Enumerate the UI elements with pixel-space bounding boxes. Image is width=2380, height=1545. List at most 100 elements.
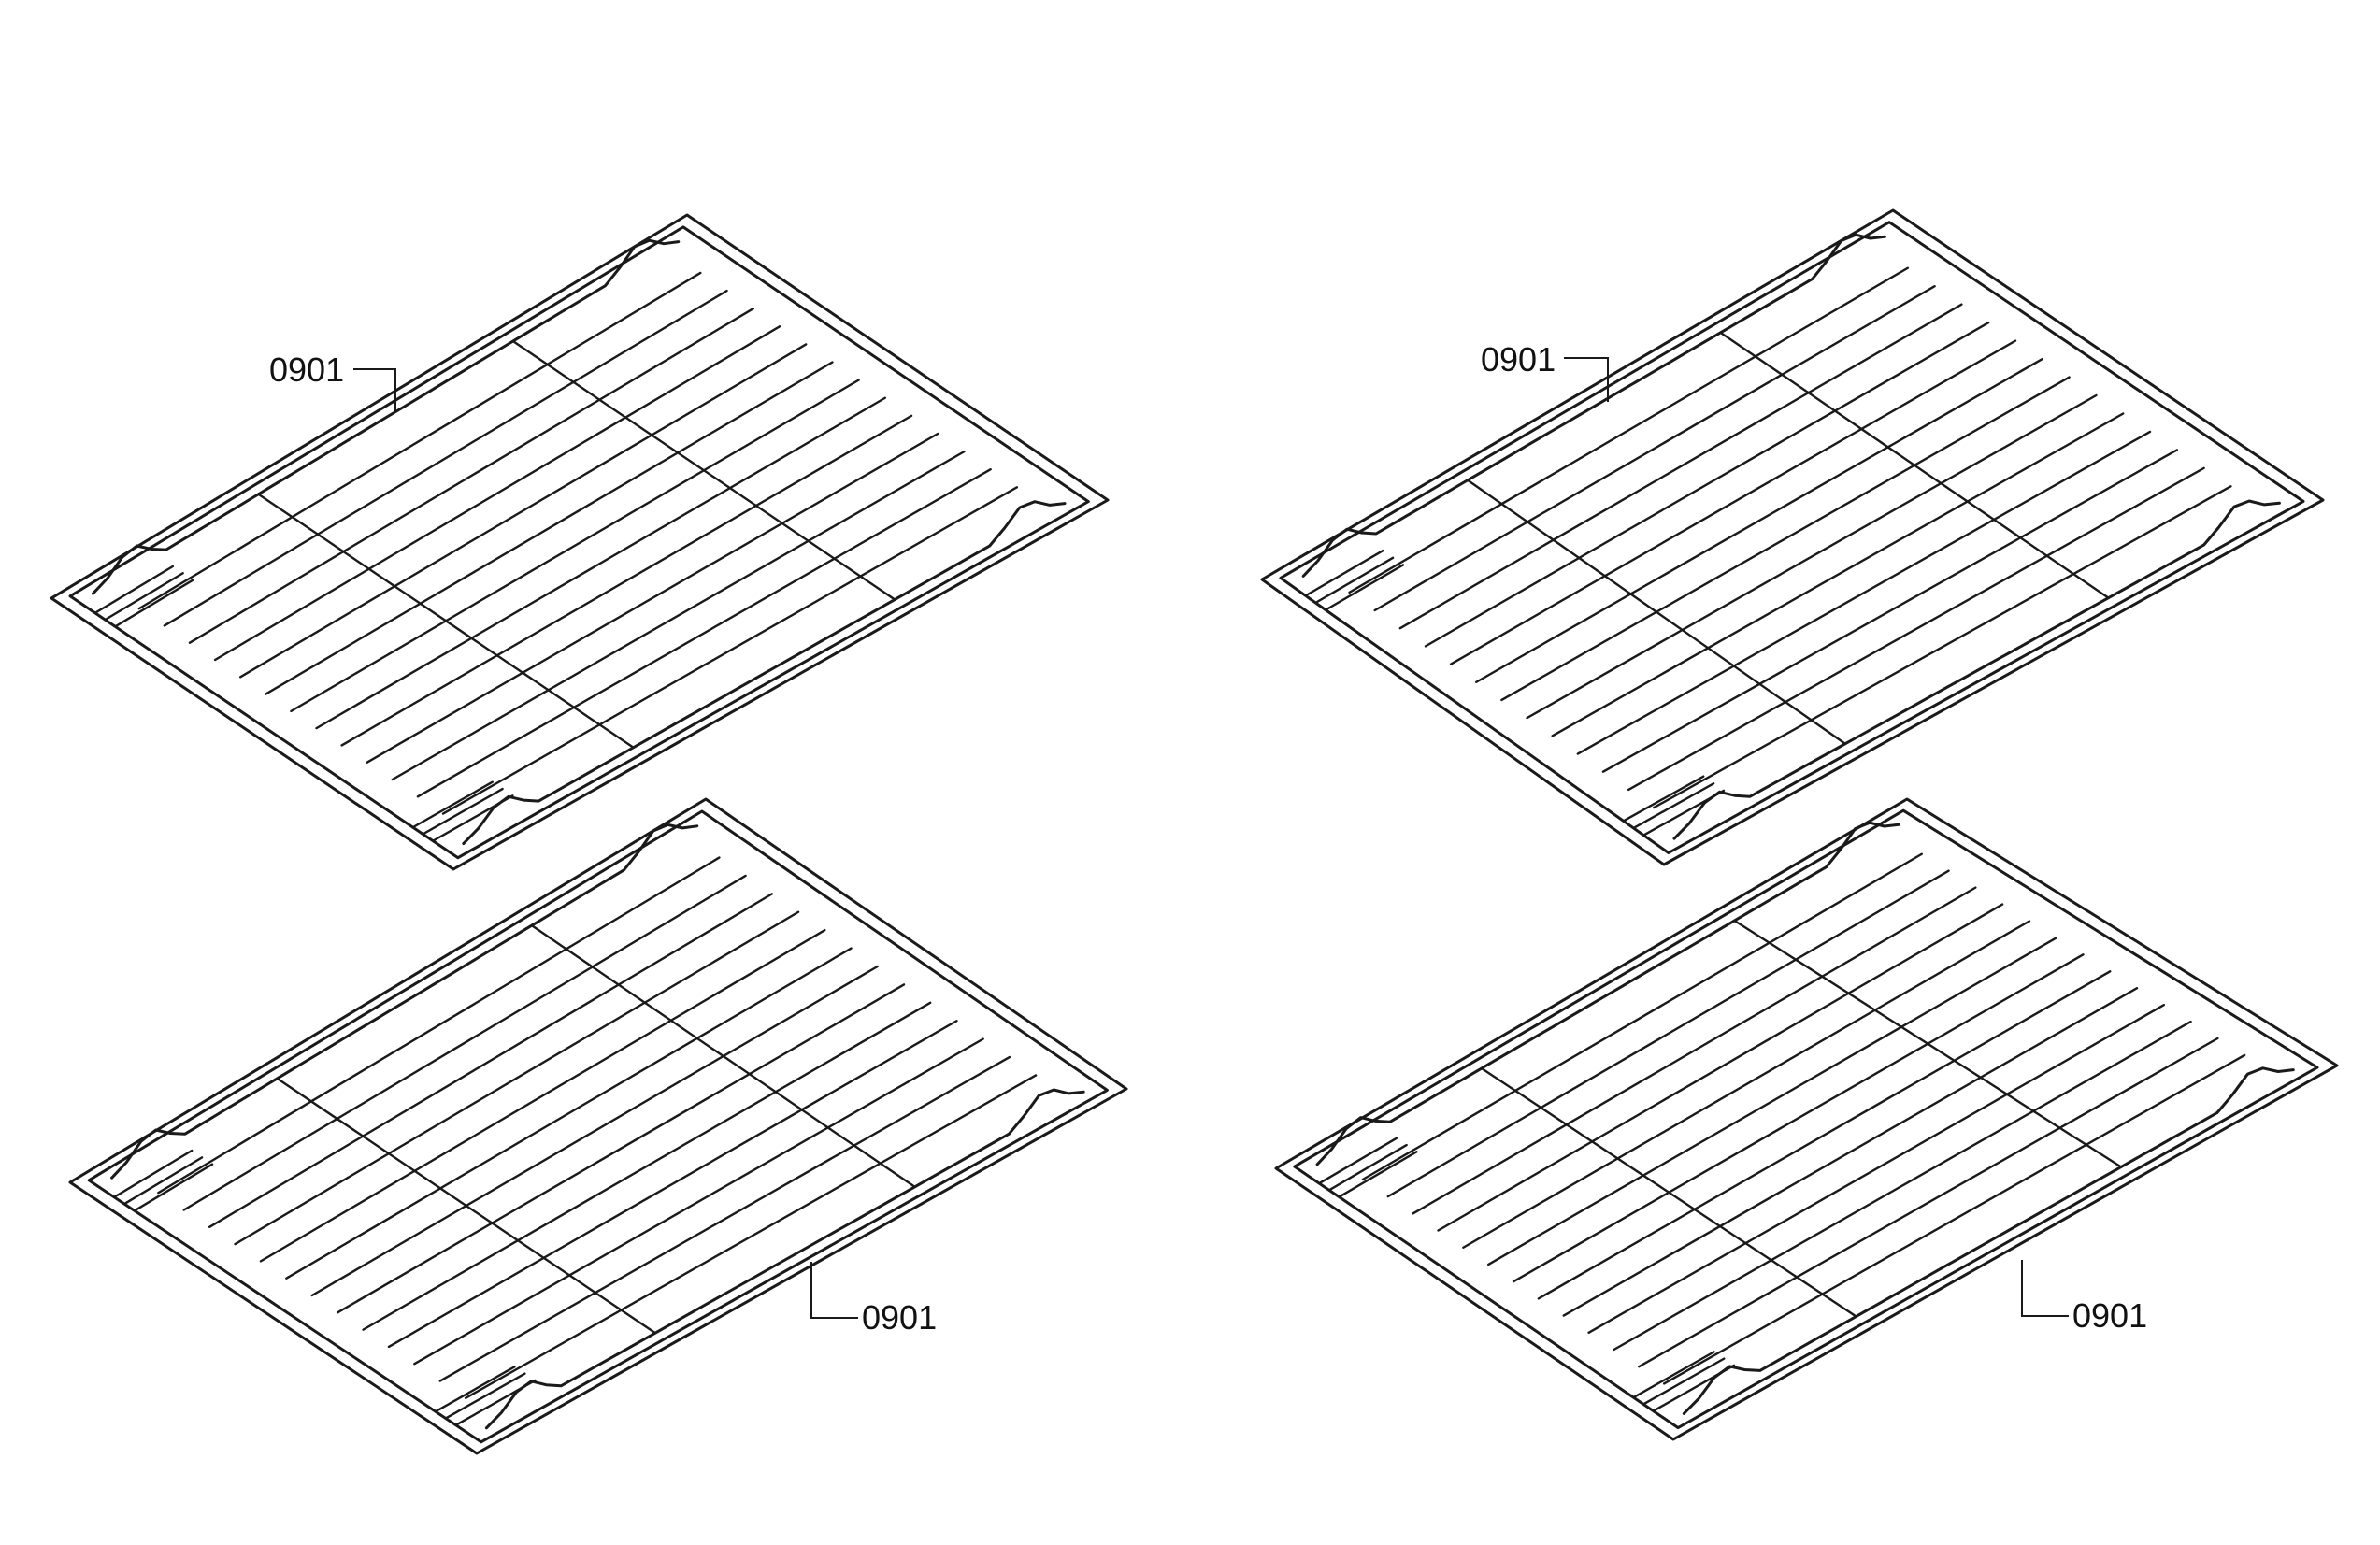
oven-rack-top-right [1260, 208, 2325, 866]
rack-cross-wire [1627, 466, 2205, 792]
rack-inner-frame [68, 225, 1090, 860]
rack-support-wire [1480, 1066, 1857, 1318]
rack-end-rung [94, 565, 175, 614]
rack-outer-frame [1260, 208, 2325, 866]
rack-cross-wire [1462, 920, 2031, 1249]
part-number-label: 0901 [1481, 340, 1556, 379]
rack-cross-wire [310, 965, 879, 1297]
rack-side-rail-left [1315, 821, 1900, 1166]
rack-end-rung [1315, 556, 1395, 604]
rack-cross-wire [416, 468, 992, 798]
rack-end-rung [1319, 1137, 1398, 1184]
rack-cross-wire [1386, 869, 1950, 1198]
rack-end-rung [1623, 775, 1705, 822]
rack-side-rail-right [484, 1088, 1085, 1430]
rack-cross-wire [1487, 937, 2057, 1266]
rack-end-rung [436, 1366, 516, 1412]
rack-side-rail-right [462, 500, 1067, 846]
rack-side-rail-left [1301, 233, 1886, 578]
rack-cross-wire [387, 1020, 958, 1349]
rack-cross-wire [1437, 903, 2004, 1232]
rack-end-rung [412, 780, 494, 828]
rack-cross-wire [1562, 987, 2139, 1317]
rack-end-rung [1653, 1364, 1736, 1412]
rack-cross-wire [1412, 886, 1977, 1215]
rack-end-rung [1643, 789, 1726, 836]
rack-cross-wire [1475, 357, 2043, 683]
rack-cross-wire [336, 983, 906, 1314]
oven-rack-bottom-right [1274, 797, 2339, 1441]
rack-cross-wire [1361, 852, 1923, 1181]
rack-end-rung [105, 572, 184, 621]
rack-cross-wire [157, 856, 721, 1195]
rack-cross-wire [1576, 430, 2152, 755]
rack-end-rung [114, 1149, 194, 1198]
rack-support-wire [1733, 919, 2123, 1168]
rack-cross-wire [234, 910, 800, 1246]
rack-cross-wire [438, 1055, 1011, 1382]
rack-cross-wire [188, 307, 754, 644]
rack-cross-wire [441, 486, 1019, 815]
rack-end-rung [433, 794, 514, 842]
rack-end-rung [1633, 782, 1715, 829]
rack-cross-wire [1613, 1020, 2192, 1352]
leader-line [1564, 357, 1609, 402]
rack-cross-wire [259, 928, 826, 1263]
rack-cross-wire [315, 396, 887, 730]
rack-support-wire [1719, 331, 2110, 599]
callout-bottom-left: 0901 [810, 1262, 937, 1337]
rack-inner-frame [1279, 221, 2305, 854]
rack-end-rung [455, 1379, 537, 1426]
rack-cross-wire [1373, 285, 1936, 612]
oven-rack-bottom-left [68, 797, 1128, 1455]
rack-cross-wire [1653, 485, 2232, 809]
rack-end-rung [134, 1163, 214, 1211]
rack-cross-wire [1662, 1053, 2246, 1385]
rack-outer-frame [50, 213, 1110, 871]
rack-end-rung [1633, 1351, 1715, 1398]
rack-cross-wire [362, 1001, 932, 1331]
rack-cross-wire [290, 379, 860, 713]
rack-cross-wire [238, 343, 808, 679]
rack-outer-frame [1274, 797, 2339, 1441]
rack-end-rung [115, 579, 194, 627]
leader-line [353, 368, 396, 411]
part-number-label: 0901 [269, 350, 344, 389]
rack-cross-wire [1512, 953, 2085, 1283]
rack-cross-wire [1348, 266, 1909, 594]
rack-cross-wire [1526, 393, 2098, 720]
rack-cross-wire [137, 271, 702, 610]
leader-line [810, 1262, 858, 1319]
rack-cross-wire [1601, 449, 2179, 773]
leader-line [2021, 1260, 2069, 1317]
rack-side-rail-left [91, 238, 681, 595]
rack-cross-wire [1449, 339, 2017, 665]
rack-cross-wire [1587, 1003, 2165, 1334]
rack-end-rung [1326, 564, 1405, 610]
rack-cross-wire [366, 432, 939, 764]
rack-cross-wire [413, 1037, 984, 1366]
rack-cross-wire [1424, 321, 1990, 648]
rack-end-rung [1305, 549, 1384, 596]
rack-cross-wire [1551, 412, 2125, 737]
rack-side-rail-right [1672, 499, 2281, 840]
rack-end-rung [1328, 1143, 1408, 1191]
rack-outer-frame [68, 797, 1128, 1455]
rack-cross-wire [391, 450, 966, 781]
callout-top-left: 0901 [269, 350, 396, 411]
rack-cross-wire [1398, 303, 1963, 630]
rack-end-rung [124, 1156, 204, 1205]
rack-cross-wire [1500, 376, 2071, 702]
callout-bottom-right: 0901 [2021, 1260, 2147, 1335]
rack-end-rung [445, 1372, 526, 1419]
rack-cross-wire [464, 1074, 1038, 1400]
rack-inner-frame [1293, 808, 2319, 1430]
rack-inner-frame [87, 809, 1109, 1444]
rack-support-wire [1466, 479, 1847, 745]
rack-end-rung [1339, 1151, 1418, 1197]
rack-cross-wire [340, 414, 913, 747]
rack-support-wire [276, 1077, 657, 1335]
rack-support-wire [511, 339, 896, 601]
rack-cross-wire [1638, 1037, 2219, 1368]
